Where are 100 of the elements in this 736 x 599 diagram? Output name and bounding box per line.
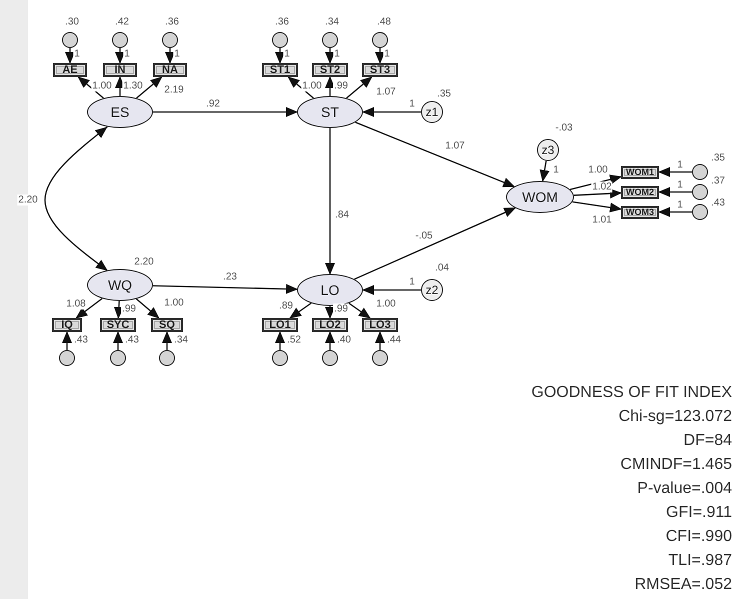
- path-arrow: [136, 298, 160, 319]
- observed-variable-box: ST3: [362, 63, 398, 77]
- error-circle: [272, 32, 288, 48]
- coefficient-label: 1: [408, 276, 416, 288]
- fit-index-text: P-value=.004: [637, 479, 732, 499]
- coefficient-label: 1.00: [301, 80, 323, 92]
- fit-index-text: CFI=.990: [666, 527, 732, 547]
- path-arrow: [75, 298, 103, 319]
- coefficient-label: 1.00: [375, 298, 397, 310]
- path-arrow: [162, 331, 172, 350]
- disturbance-circle: z3: [537, 139, 559, 161]
- coefficient-label: .84: [334, 210, 350, 220]
- path-arrow: [570, 174, 622, 190]
- error-circle: [322, 32, 338, 48]
- coefficient-label: 1.00: [587, 164, 609, 176]
- fit-index-text: GOODNESS OF FIT INDEX: [531, 383, 732, 403]
- path-arrow: [325, 76, 335, 96]
- error-circle: [272, 350, 288, 366]
- path-arrow: [289, 302, 312, 319]
- error-circle: [372, 350, 388, 366]
- path-arrow: [658, 207, 692, 217]
- path-arrow: [375, 48, 385, 64]
- path-arrow: [152, 284, 298, 294]
- error-circle: [110, 350, 126, 366]
- coefficient-label: -.05: [414, 230, 434, 242]
- coefficient-label: 1: [173, 48, 181, 60]
- observed-variable-box: ST1: [262, 63, 298, 77]
- fit-index-text: RMSEA=.052: [634, 575, 732, 595]
- path-arrow: [115, 76, 125, 96]
- coefficient-label: 1: [408, 98, 416, 110]
- error-circle: [372, 32, 388, 48]
- coefficient-label: .99: [333, 304, 349, 314]
- path-arrow: [325, 48, 335, 64]
- observed-variable-box: SYC: [100, 318, 136, 332]
- observed-variable-box: NA: [153, 63, 187, 77]
- fit-index-text: DF=84: [684, 431, 732, 451]
- coefficient-label: 1: [552, 164, 560, 176]
- latent-variable-ellipse: LO: [297, 274, 363, 306]
- path-arrow: [346, 76, 372, 99]
- coefficient-label: 1: [123, 48, 131, 60]
- variance-label: .48: [376, 16, 392, 28]
- path-arrow: [355, 122, 516, 188]
- path-arrow: [325, 128, 335, 275]
- observed-variable-box: LO2: [312, 318, 348, 332]
- fit-index-text: Chi-sg=123.072: [618, 407, 732, 427]
- path-arrow: [325, 306, 335, 319]
- coefficient-label: 1: [676, 200, 684, 210]
- variance-label: .43: [710, 198, 726, 208]
- coefficient-label: 2.20: [17, 194, 39, 206]
- variance-label: .35: [436, 88, 452, 100]
- observed-variable-box: AE: [53, 63, 87, 77]
- path-arrow: [275, 48, 285, 64]
- path-arrow: [354, 207, 516, 280]
- coefficient-label: .92: [205, 98, 221, 110]
- path-arrow: [288, 76, 314, 99]
- disturbance-circle: z1: [421, 101, 443, 123]
- variance-label: -.03: [554, 122, 574, 134]
- coefficient-label: 1.07: [375, 86, 397, 98]
- path-arrow: [62, 331, 72, 350]
- error-circle: [692, 184, 708, 200]
- path-arrow: [113, 331, 123, 350]
- latent-variable-ellipse: ES: [87, 96, 153, 128]
- latent-variable-ellipse: WOM: [506, 181, 574, 213]
- variance-label: .42: [114, 16, 130, 28]
- coefficient-label: 1.30: [122, 80, 144, 92]
- coefficient-label: 1.02: [591, 182, 613, 192]
- path-arrow: [275, 331, 285, 350]
- coefficient-label: 2.19: [163, 84, 185, 96]
- coefficient-label: 1: [676, 160, 684, 170]
- observed-variable-box: WOM3: [621, 206, 659, 218]
- coefficient-label: .89: [278, 300, 294, 312]
- path-arrow: [375, 331, 385, 350]
- error-circle: [692, 204, 708, 220]
- path-arrow: [65, 48, 75, 64]
- coefficient-label: .23: [222, 272, 238, 282]
- variance-label: .43: [124, 334, 140, 346]
- variance-label: .40: [336, 334, 352, 346]
- observed-variable-box: WOM2: [621, 186, 659, 198]
- covariance-arrow: [44, 126, 108, 271]
- variance-label: .04: [434, 262, 450, 274]
- observed-variable-box: LO1: [262, 318, 298, 332]
- coefficient-label: 1: [333, 48, 341, 60]
- variance-label: .34: [173, 334, 189, 346]
- latent-variable-ellipse: ST: [297, 96, 363, 128]
- variance-label: .36: [274, 16, 290, 28]
- coefficient-label: 1.00: [91, 80, 113, 92]
- variance-label: .44: [386, 334, 402, 346]
- fit-index-text: GFI=.911: [666, 503, 732, 523]
- variance-label: .35: [710, 152, 726, 164]
- path-arrow: [362, 285, 421, 295]
- variance-label: .34: [324, 16, 340, 28]
- observed-variable-box: LO3: [362, 318, 398, 332]
- coefficient-label: 1: [383, 48, 391, 60]
- variance-label: .52: [286, 334, 302, 346]
- coefficient-label: 1.08: [65, 298, 87, 310]
- error-circle: [112, 32, 128, 48]
- path-arrow: [325, 331, 335, 350]
- variance-label: .30: [64, 16, 80, 28]
- path-arrow: [658, 187, 692, 197]
- observed-variable-box: IQ: [52, 318, 82, 332]
